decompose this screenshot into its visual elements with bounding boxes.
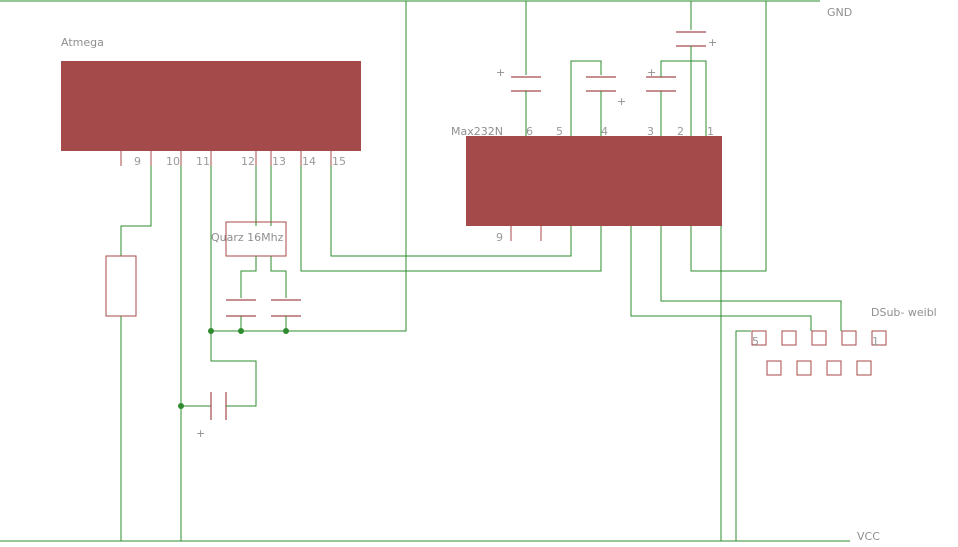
dsub-connector bbox=[751, 330, 887, 376]
wire-max232-to-dsub-a bbox=[660, 226, 842, 331]
max232-capacitor-6: + bbox=[496, 1, 541, 136]
cap6-plus: + bbox=[496, 66, 505, 79]
cap-vcc-plus: + bbox=[196, 427, 205, 440]
atmega-pin-9: 9 bbox=[134, 155, 141, 168]
dsub-label: DSub- weibl bbox=[871, 306, 937, 319]
gnd-label: GND bbox=[827, 6, 852, 19]
atmega-pin-15: 15 bbox=[332, 155, 346, 168]
max232-pin-6: 6 bbox=[526, 125, 533, 138]
resistor bbox=[105, 166, 152, 541]
dsub-pin-4 bbox=[781, 330, 797, 346]
atmega-chip bbox=[61, 61, 361, 151]
atmega-pin-12: 12 bbox=[241, 155, 255, 168]
atmega-pin-13: 13 bbox=[272, 155, 286, 168]
junction-vcc-cap bbox=[178, 403, 184, 409]
atmega-pin-stubs bbox=[120, 151, 332, 166]
atmega-pin-10: 10 bbox=[166, 155, 180, 168]
max232-pin-2: 2 bbox=[677, 125, 684, 138]
max232-bottom-stubs bbox=[510, 226, 542, 241]
dsub-pin-3 bbox=[811, 330, 827, 346]
crystal bbox=[225, 166, 287, 298]
quarz-label: Quarz 16Mhz bbox=[211, 231, 284, 244]
dsub-pin-6 bbox=[856, 360, 872, 376]
cap13-plus: + bbox=[647, 66, 656, 79]
junction-gnd-2 bbox=[238, 328, 244, 334]
max232-chip bbox=[466, 136, 722, 226]
atmega-label: Atmega bbox=[61, 36, 104, 49]
cap45-plus: + bbox=[617, 95, 626, 108]
vcc-label: VCC bbox=[857, 530, 880, 543]
dsub-pin-2 bbox=[841, 330, 857, 346]
wire-max232-gnd-return bbox=[690, 1, 767, 272]
max232-pin-9: 9 bbox=[496, 231, 503, 244]
max232-pin-5: 5 bbox=[556, 125, 563, 138]
dsub-pin-5 bbox=[751, 330, 767, 346]
max232-pin-1: 1 bbox=[707, 125, 714, 138]
junction-gnd-3 bbox=[283, 328, 289, 334]
max232-pin-4: 4 bbox=[601, 125, 608, 138]
wire-dsub-pin5-vcc bbox=[735, 330, 751, 541]
max232-capacitor-2: + bbox=[676, 1, 717, 136]
dsub-pin-8 bbox=[796, 360, 812, 376]
wire-gnd-bus-low bbox=[211, 1, 407, 332]
wire-pin14 bbox=[300, 166, 602, 272]
junction-gnd-1 bbox=[208, 328, 214, 334]
dsub-pin-9 bbox=[766, 360, 782, 376]
max232-capacitor-4-5: + bbox=[570, 60, 626, 136]
dsub-pin-5-label: 5 bbox=[752, 335, 759, 348]
crystal-capacitor-1 bbox=[226, 299, 256, 331]
polarized-capacitor-vcc: + bbox=[181, 331, 257, 440]
max232-label: Max232N bbox=[451, 125, 503, 138]
dsub-pin-1-label: 1 bbox=[872, 335, 879, 348]
crystal-capacitor-2 bbox=[271, 299, 301, 331]
max232-capacitor-1-3: + bbox=[646, 60, 707, 136]
cap2-plus: + bbox=[708, 36, 717, 49]
dsub-pin-1 bbox=[871, 330, 887, 346]
dsub-pin-7 bbox=[826, 360, 842, 376]
atmega-pin-11: 11 bbox=[196, 155, 210, 168]
max232-pin-3: 3 bbox=[647, 125, 654, 138]
atmega-pin-14: 14 bbox=[302, 155, 316, 168]
wire-pin15 bbox=[330, 166, 572, 257]
